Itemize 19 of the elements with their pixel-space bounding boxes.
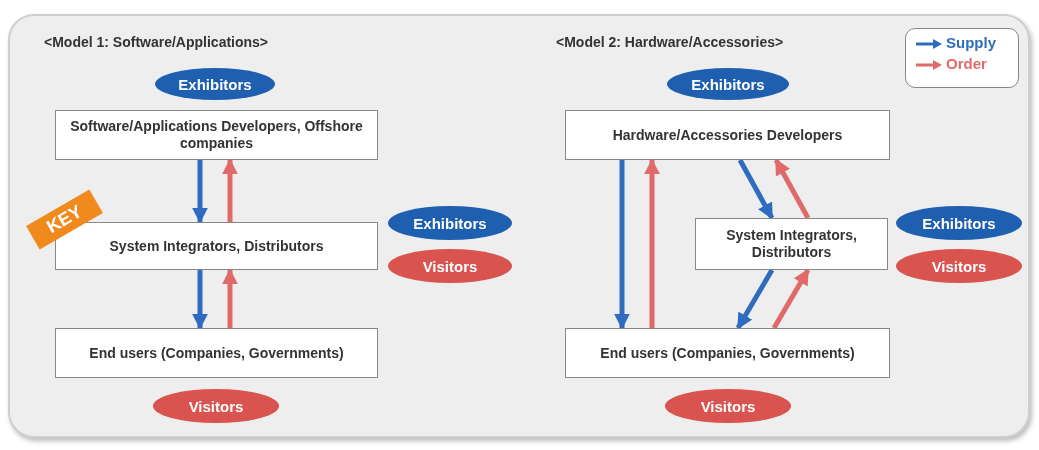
arrow bbox=[222, 268, 238, 328]
arrow bbox=[644, 158, 660, 328]
stakeholder-box: Software/Applications Developers, Offshore companies bbox=[55, 110, 378, 160]
legend-label: Supply bbox=[946, 34, 996, 51]
arrow bbox=[192, 160, 208, 224]
legend-label: Order bbox=[946, 55, 987, 72]
arrow bbox=[773, 158, 811, 220]
model-heading: <Model 2: Hardware/Accessories> bbox=[556, 34, 784, 50]
arrow bbox=[771, 268, 811, 330]
stakeholder-box: End users (Companies, Governments) bbox=[565, 328, 890, 378]
arrow bbox=[614, 160, 630, 330]
arrow bbox=[737, 158, 775, 220]
arrow bbox=[192, 270, 208, 330]
model-heading: <Model 1: Software/Applications> bbox=[44, 34, 269, 50]
stakeholder-box: System Integrators, Distributors bbox=[695, 218, 888, 270]
arrow bbox=[735, 268, 775, 330]
arrow bbox=[222, 158, 238, 222]
stakeholder-box: End users (Companies, Governments) bbox=[55, 328, 378, 378]
stakeholder-box: Hardware/Accessories Developers bbox=[565, 110, 890, 160]
